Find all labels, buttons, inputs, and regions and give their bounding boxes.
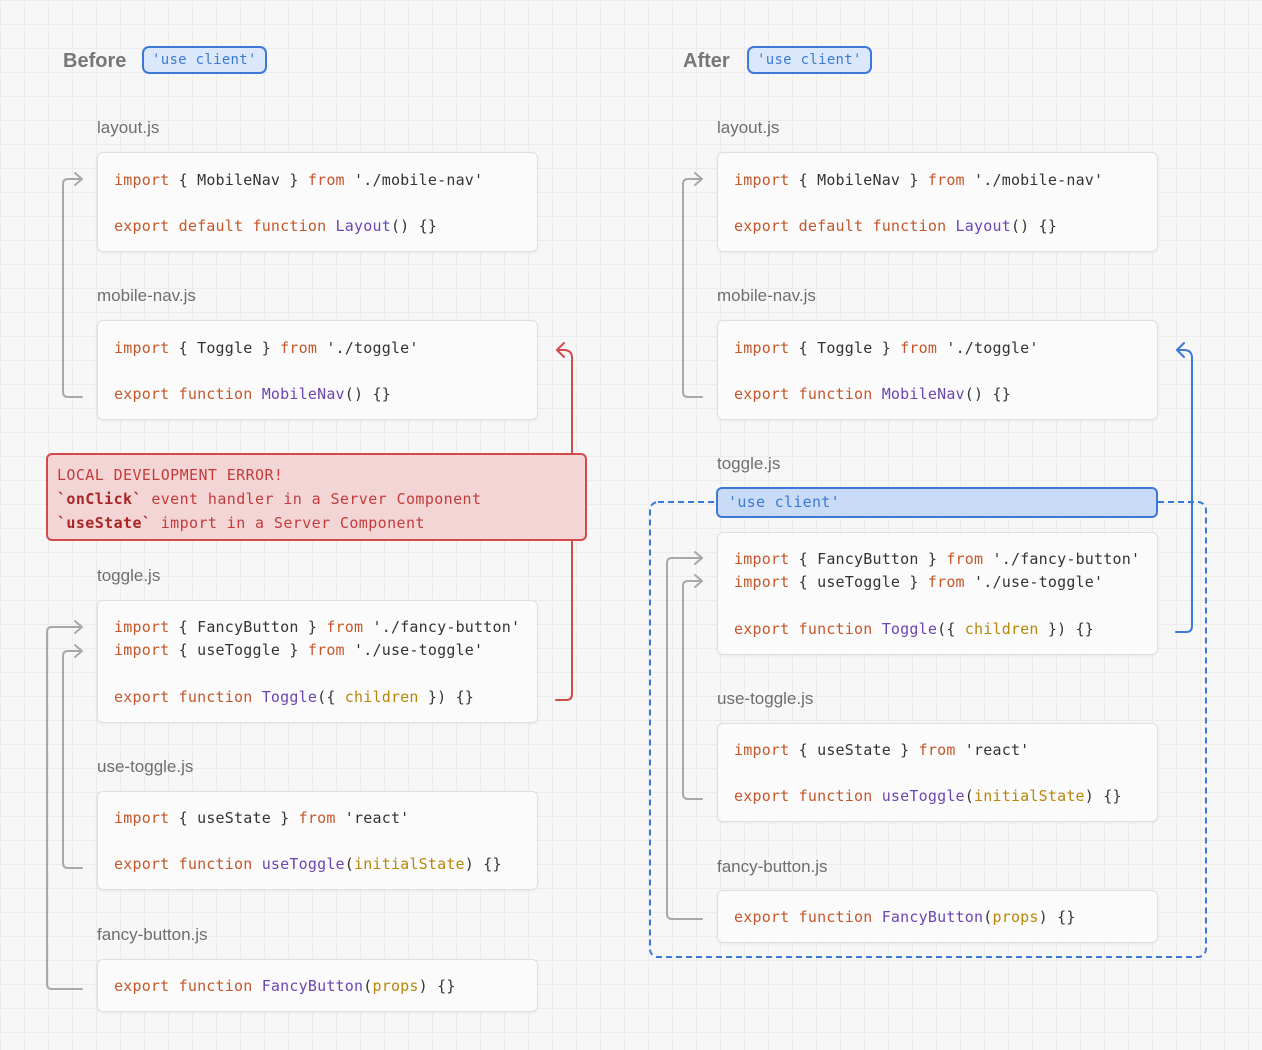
- code-card-toggle-after: import { FancyButton } from './fancy-but…: [717, 532, 1158, 655]
- file-label-toggle-after: toggle.js: [717, 454, 781, 473]
- code-card-use-toggle: import { useState } from 'react' export …: [97, 791, 538, 890]
- file-label-layout-after: layout.js: [717, 118, 780, 137]
- use-client-badge-after: 'use client': [747, 46, 872, 74]
- file-label-fancy-button: fancy-button.js: [97, 925, 208, 944]
- code-card-layout-after: import { MobileNav } from './mobile-nav'…: [717, 152, 1158, 252]
- local-development-error: LOCAL DEVELOPMENT ERROR! `onClick` event…: [46, 453, 587, 541]
- code-line: export function MobileNav() {}: [114, 385, 391, 403]
- import-arrow-use-toggle-to-toggle: [62, 644, 83, 869]
- code-card-mobile-nav-after: import { Toggle } from './toggle' export…: [717, 320, 1158, 420]
- import-arrow-use-toggle-to-toggle-after: [682, 574, 703, 800]
- code-line: import { useToggle } from './use-toggle': [734, 573, 1104, 591]
- before-heading: Before: [63, 50, 127, 72]
- error-line-onclick: `onClick` event handler in a Server Comp…: [57, 490, 482, 508]
- code-line: export function Toggle({ children }) {}: [114, 688, 475, 706]
- error-line-usestate: `useState` import in a Server Component: [57, 514, 425, 532]
- code-line: export default function Layout() {}: [734, 217, 1058, 235]
- file-label-fancy-button-after: fancy-button.js: [717, 857, 828, 876]
- code-card-mobile-nav: import { Toggle } from './toggle' export…: [97, 320, 538, 420]
- code-line: export function useToggle(initialState) …: [734, 787, 1122, 805]
- code-line: export function FancyButton(props) {}: [114, 977, 456, 995]
- code-line: import { MobileNav } from './mobile-nav': [114, 171, 484, 189]
- file-label-mobile-nav-after: mobile-nav.js: [717, 286, 816, 305]
- error-title: LOCAL DEVELOPMENT ERROR!: [57, 466, 284, 484]
- code-line: import { Toggle } from './toggle': [734, 339, 1039, 357]
- code-line: export function FancyButton(props) {}: [734, 908, 1076, 926]
- code-line: import { useToggle } from './use-toggle': [114, 641, 484, 659]
- code-card-layout: import { MobileNav } from './mobile-nav'…: [97, 152, 538, 252]
- code-line: import { useState } from 'react': [734, 741, 1030, 759]
- code-card-use-toggle-after: import { useState } from 'react' export …: [717, 723, 1158, 822]
- use-client-badge-before: 'use client': [142, 46, 267, 74]
- after-heading: After: [683, 50, 730, 72]
- import-arrow-mobile-nav-to-layout: [62, 172, 83, 398]
- code-card-fancy-button: export function FancyButton(props) {}: [97, 959, 538, 1012]
- code-line: import { MobileNav } from './mobile-nav': [734, 171, 1104, 189]
- code-line: import { FancyButton } from './fancy-but…: [734, 550, 1141, 568]
- code-card-toggle: import { FancyButton } from './fancy-but…: [97, 600, 538, 723]
- code-card-fancy-button-after: export function FancyButton(props) {}: [717, 890, 1158, 943]
- code-line: export function Toggle({ children }) {}: [734, 620, 1095, 638]
- file-label-mobile-nav: mobile-nav.js: [97, 286, 196, 305]
- code-line: export function useToggle(initialState) …: [114, 855, 502, 873]
- code-line: import { FancyButton } from './fancy-but…: [114, 618, 521, 636]
- file-label-layout: layout.js: [97, 118, 160, 137]
- code-line: import { Toggle } from './toggle': [114, 339, 419, 357]
- file-label-use-toggle-after: use-toggle.js: [717, 689, 814, 708]
- import-arrow-mobile-nav-to-layout-after: [682, 172, 703, 398]
- code-line: import { useState } from 'react': [114, 809, 410, 827]
- use-client-directive-toggle: 'use client': [716, 487, 1158, 518]
- code-line: export default function Layout() {}: [114, 217, 438, 235]
- client-import-arrow: [1175, 342, 1193, 633]
- import-arrow-fancy-button-to-toggle-after: [666, 551, 703, 920]
- file-label-toggle: toggle.js: [97, 566, 161, 585]
- code-line: export function MobileNav() {}: [734, 385, 1011, 403]
- file-label-use-toggle: use-toggle.js: [97, 757, 194, 776]
- import-arrow-fancy-button-to-toggle: [46, 620, 83, 990]
